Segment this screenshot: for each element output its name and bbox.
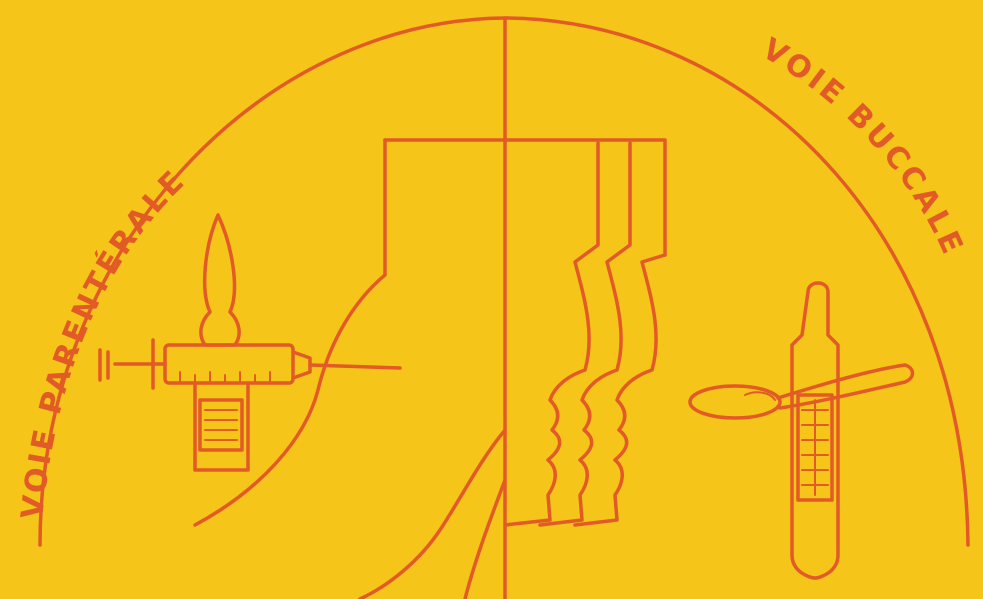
body-inner-curve	[465, 480, 505, 599]
head-top-line	[505, 140, 665, 255]
syringe-icon	[100, 340, 400, 388]
label-voie-buccale: VOIE BUCCALE	[756, 32, 970, 262]
ampoule-icon	[195, 215, 248, 470]
label-voie-parenterale: VOIE PARENTÉRALE	[15, 163, 193, 521]
label-voie-parenterale-text: VOIE PARENTÉRALE	[15, 163, 193, 521]
head-profile-icon	[505, 143, 665, 525]
vial-icon	[792, 283, 838, 578]
body-outline	[195, 140, 385, 525]
body-lower-curve	[360, 430, 505, 599]
label-voie-buccale-text: VOIE BUCCALE	[756, 32, 970, 262]
